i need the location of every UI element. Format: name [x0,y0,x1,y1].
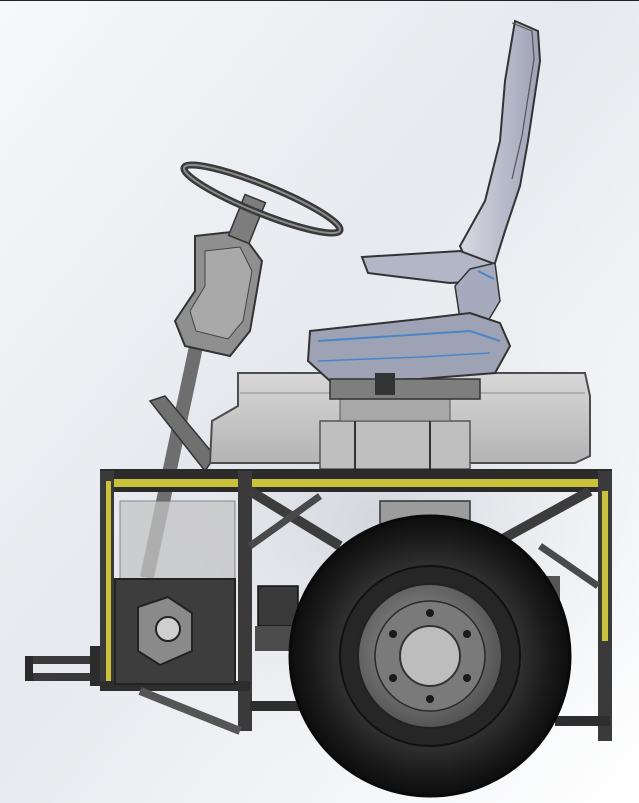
upper-deck [208,372,591,471]
wheel-icon [288,514,572,798]
seat-icon [306,19,542,400]
window-top-border [0,0,639,1]
chassis-frame [100,469,612,741]
